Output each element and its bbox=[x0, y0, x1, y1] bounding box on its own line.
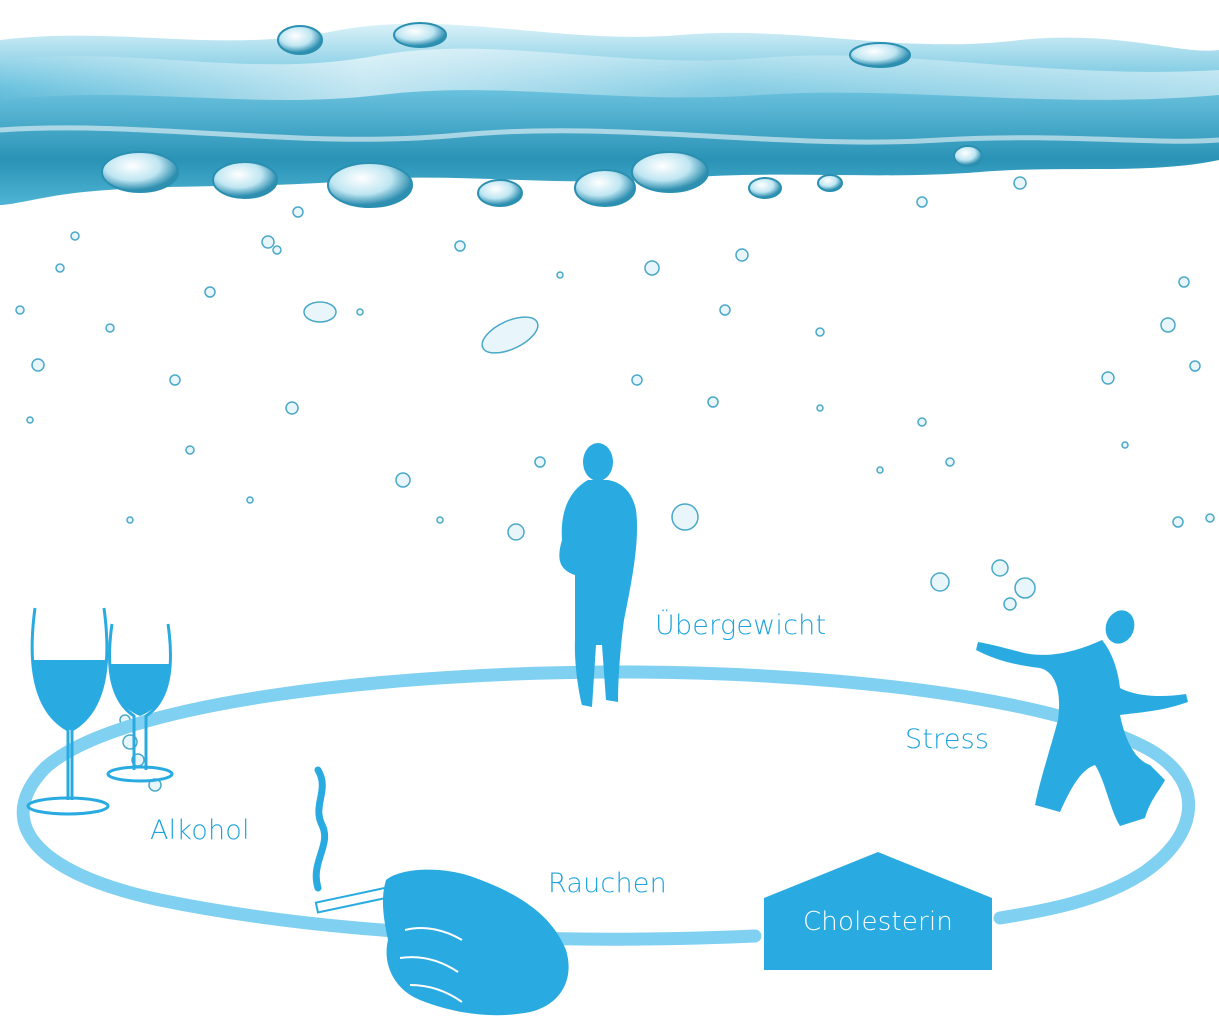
label-rauchen: Rauchen bbox=[548, 868, 667, 899]
label-alkohol: Alkohol bbox=[150, 815, 250, 846]
label-uebergewicht: Übergewicht bbox=[655, 610, 826, 641]
kneeling-stressed-person-icon bbox=[976, 606, 1188, 826]
factor-ring bbox=[23, 672, 1188, 939]
label-cholesterin: Cholesterin bbox=[764, 907, 992, 937]
smoking-hand-icon bbox=[316, 770, 569, 1015]
label-stress: Stress bbox=[905, 724, 989, 755]
